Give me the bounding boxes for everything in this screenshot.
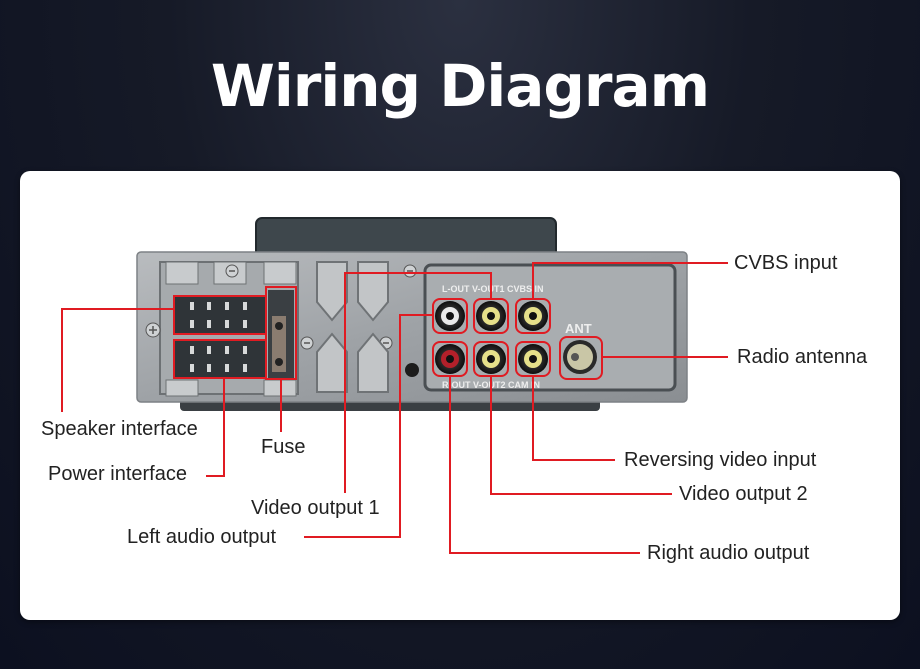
callout-radio-antenna: Radio antenna bbox=[737, 346, 868, 368]
clip-slot bbox=[165, 261, 199, 285]
leader-lines bbox=[61, 262, 728, 554]
fuse-terminal bbox=[275, 358, 283, 366]
rca-jack-left-audio-out bbox=[435, 301, 465, 331]
rca-jack-right-audio-out bbox=[435, 344, 465, 374]
callout-left-audio-output: Left audio output bbox=[127, 526, 277, 548]
leader-power-interface bbox=[206, 378, 225, 477]
callout-reversing-video-input: Reversing video input bbox=[624, 449, 817, 471]
leader-speaker-interface bbox=[61, 308, 174, 412]
rca-jack-video-out-2 bbox=[476, 344, 506, 374]
leader-reversing-video-input bbox=[532, 376, 615, 461]
callout-video-output-1: Video output 1 bbox=[251, 497, 380, 519]
power-connector bbox=[174, 340, 266, 378]
leader-video-output-2 bbox=[490, 376, 672, 495]
leader-cvbs-input bbox=[532, 262, 728, 299]
fuse-terminal bbox=[275, 322, 283, 330]
speaker-connector bbox=[174, 296, 266, 334]
screw-icon bbox=[300, 336, 314, 350]
leader-video-output-1 bbox=[344, 272, 492, 493]
clip-slot bbox=[165, 379, 199, 397]
rca-jack-video-out-1 bbox=[476, 301, 506, 331]
rca-jack-camera-in bbox=[518, 344, 548, 374]
screw-icon bbox=[145, 322, 161, 338]
callout-power-interface: Power interface bbox=[48, 463, 187, 485]
leader-left-audio-output bbox=[304, 314, 433, 538]
callout-speaker-interface: Speaker interface bbox=[41, 418, 198, 440]
callout-cvbs-input: CVBS input bbox=[734, 252, 838, 274]
rca-jack-cvbs-in bbox=[518, 301, 548, 331]
jack-labels-top: L-OUT V-OUT1 CVBS IN bbox=[442, 284, 544, 294]
vent-cutouts bbox=[316, 261, 389, 393]
clip-slot bbox=[263, 261, 297, 285]
fuse bbox=[272, 316, 286, 372]
callout-right-audio-output: Right audio output bbox=[647, 542, 810, 564]
leader-right-audio-output bbox=[449, 376, 640, 554]
page-title: Wiring Diagram bbox=[210, 52, 710, 120]
screw-icon bbox=[225, 264, 239, 278]
antenna-label: ANT bbox=[565, 321, 592, 336]
screw-icon bbox=[403, 264, 417, 278]
mic-port bbox=[405, 363, 419, 377]
callout-fuse: Fuse bbox=[261, 436, 306, 458]
connector-pins bbox=[190, 302, 247, 372]
callout-video-output-2: Video output 2 bbox=[679, 483, 808, 505]
antenna-jack bbox=[563, 340, 597, 374]
